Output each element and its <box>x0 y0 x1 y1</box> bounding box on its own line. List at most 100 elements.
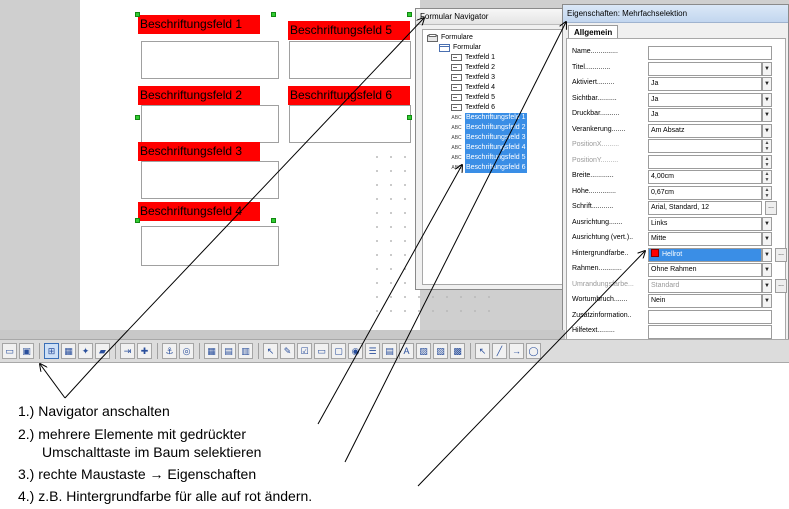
page-icon[interactable]: ▭ <box>2 343 17 359</box>
pointer-icon[interactable]: ↖ <box>475 343 490 359</box>
property-value-field[interactable]: Ja <box>648 77 762 91</box>
property-value-field[interactable]: Links <box>648 216 762 231</box>
chevron-down-icon[interactable]: ▼ <box>762 294 772 308</box>
label-field-3[interactable]: Beschriftungsfeld 3 <box>138 142 260 161</box>
tree-item[interactable]: Formular <box>439 43 481 53</box>
properties-window[interactable]: Eigenschaften: Mehrfachselektion Allgeme… <box>562 4 789 362</box>
chevron-down-icon[interactable]: ▼ <box>762 247 772 262</box>
property-value-field[interactable]: Ohne Rahmen <box>648 263 762 277</box>
leader-dots: ......... <box>601 141 620 148</box>
spin-button[interactable]: ▲▼ <box>762 170 772 184</box>
property-value-field[interactable]: Hellrot <box>648 247 762 262</box>
text-box-5[interactable] <box>289 41 411 79</box>
tab-general[interactable]: Allgemein <box>568 25 619 39</box>
grid-toggle-icon[interactable]: ▦ <box>204 343 219 359</box>
tree-item[interactable]: Textfeld 4 <box>451 83 495 93</box>
property-value-field[interactable] <box>648 61 762 76</box>
target-icon[interactable]: ◎ <box>179 343 194 359</box>
anchor-icon[interactable]: ⚓ <box>162 343 177 359</box>
form-navigator-icon[interactable]: ⊞ <box>44 343 59 359</box>
chevron-down-icon[interactable]: ▼ <box>762 61 772 76</box>
tree-item[interactable]: Textfeld 3 <box>451 73 495 83</box>
more-options-button[interactable]: ... <box>775 247 787 262</box>
list-icon[interactable]: ☰ <box>365 343 380 359</box>
ellipse-icon[interactable]: ◯ <box>526 343 541 359</box>
select-icon[interactable]: ↖ <box>263 343 278 359</box>
tree-item[interactable]: Textfeld 1 <box>451 53 495 63</box>
grid-icon[interactable]: ▦ <box>61 343 76 359</box>
label-field-6[interactable]: Beschriftungsfeld 6 <box>288 86 410 105</box>
chevron-down-icon[interactable]: ▼ <box>762 92 772 107</box>
arrow-icon[interactable]: → <box>509 343 524 359</box>
tree-item[interactable]: Textfeld 6 <box>451 103 495 113</box>
window-icon[interactable]: ▣ <box>19 343 34 359</box>
wizard-icon[interactable]: ✦ <box>78 343 93 359</box>
property-value: Hellrot <box>662 250 683 258</box>
chevron-down-icon[interactable]: ▼ <box>762 216 772 231</box>
chevron-down-icon[interactable]: ▼ <box>762 263 772 277</box>
chevron-down-icon[interactable]: ▼ <box>762 108 772 122</box>
text-box-6[interactable] <box>289 105 411 143</box>
chevron-down-icon[interactable]: ▼ <box>762 123 772 138</box>
tree-item[interactable]: Textfeld 2 <box>451 63 495 73</box>
button-icon[interactable]: ▢ <box>331 343 346 359</box>
selection-handle[interactable] <box>135 218 140 223</box>
textfield-icon[interactable]: ▭ <box>314 343 329 359</box>
selection-handle[interactable] <box>135 12 140 17</box>
checkbox-icon[interactable]: ☑ <box>297 343 312 359</box>
selection-handle[interactable] <box>135 115 140 120</box>
edit-icon[interactable]: ✎ <box>280 343 295 359</box>
tree-item[interactable]: Formulare <box>427 33 473 43</box>
chevron-down-icon[interactable]: ▼ <box>762 232 772 246</box>
text-box-1[interactable] <box>141 41 279 79</box>
selection-handle[interactable] <box>271 218 276 223</box>
property-value-field[interactable]: Ja <box>648 108 762 122</box>
property-value-field[interactable]: Nein <box>648 294 762 308</box>
tab-order-icon[interactable]: ⇥ <box>120 343 135 359</box>
border-icon[interactable]: ▥ <box>238 343 253 359</box>
image-icon[interactable]: ▨ <box>416 343 431 359</box>
property-value-field[interactable]: Ja <box>648 92 762 107</box>
text-box-4[interactable] <box>141 226 279 266</box>
property-value-field[interactable]: Mitte <box>648 232 762 246</box>
text-box-2[interactable] <box>141 105 279 143</box>
label-icon[interactable]: A <box>399 343 414 359</box>
puzzle-icon[interactable]: ✚ <box>137 343 152 359</box>
property-value-field[interactable]: Am Absatz <box>648 123 762 138</box>
label-field-5[interactable]: Beschriftungsfeld 5 <box>288 21 410 40</box>
selection-handle[interactable] <box>271 12 276 17</box>
line-icon[interactable]: ╱ <box>492 343 507 359</box>
property-row: Höhe..............0,67cm▲▼ <box>572 185 785 201</box>
spin-button[interactable]: ▲▼ <box>762 185 772 200</box>
tree-item[interactable]: Textfeld 5 <box>451 93 495 103</box>
combo-icon[interactable]: ▤ <box>382 343 397 359</box>
selection-handle[interactable] <box>407 115 412 120</box>
radio-icon[interactable]: ◉ <box>348 343 363 359</box>
property-value-field[interactable] <box>648 325 772 339</box>
label-field-4[interactable]: Beschriftungsfeld 4 <box>138 202 260 221</box>
text-box-3[interactable] <box>141 161 279 199</box>
property-value-field[interactable] <box>648 46 772 60</box>
label-field-2[interactable]: Beschriftungsfeld 2 <box>138 86 260 105</box>
property-label: Wortumbruch....... <box>572 296 628 303</box>
label-field-1[interactable]: Beschriftungsfeld 1 <box>138 15 260 34</box>
property-value-field[interactable]: Arial, Standard, 12 <box>648 201 762 215</box>
property-value-field[interactable]: 0,67cm <box>648 185 762 200</box>
selection-handle[interactable] <box>407 12 412 17</box>
chevron-down-icon[interactable]: ▼ <box>762 77 772 91</box>
more-options-button[interactable]: ... <box>765 201 777 215</box>
snap-icon[interactable]: ▤ <box>221 343 236 359</box>
property-value-field[interactable] <box>648 309 772 324</box>
property-value-field[interactable]: 4,00cm <box>648 170 762 184</box>
chart-icon[interactable]: ▩ <box>450 343 465 359</box>
datafield-icon[interactable]: ▧ <box>433 343 448 359</box>
folder-icon[interactable]: ▰ <box>95 343 110 359</box>
